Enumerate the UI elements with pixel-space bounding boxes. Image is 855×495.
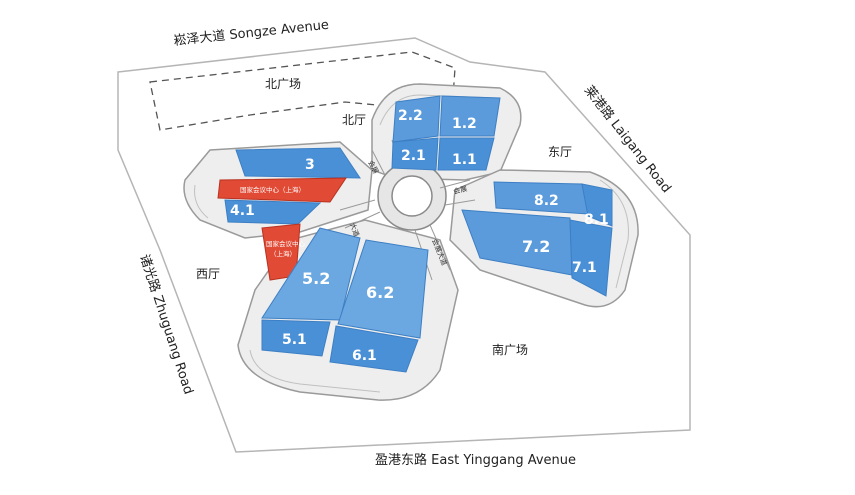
south-plaza-label: 南广场 bbox=[492, 342, 528, 357]
hall-label-8-2: 8.2 bbox=[534, 193, 559, 209]
hall-6-2[interactable] bbox=[337, 239, 429, 339]
hall-6-1[interactable] bbox=[329, 325, 419, 373]
hall-2-1[interactable] bbox=[391, 137, 439, 171]
conference-main-label: 国家会议中心（上海） bbox=[240, 185, 305, 194]
building-inner-lines bbox=[194, 94, 629, 393]
north-hall-label: 北厅 bbox=[342, 113, 366, 127]
hall-label-3: 3 bbox=[305, 157, 315, 173]
hall-label-8-1: 8.1 bbox=[584, 212, 609, 228]
hall-label-1-2: 1.2 bbox=[452, 116, 477, 132]
hall-label-6-1: 6.1 bbox=[352, 348, 377, 364]
hall-3[interactable] bbox=[235, 147, 361, 179]
hall-2-2[interactable] bbox=[392, 95, 441, 143]
hall-1-2[interactable] bbox=[439, 95, 501, 137]
hall-8-1[interactable] bbox=[581, 183, 613, 227]
road-label-north: 崧泽大道 Songze Avenue bbox=[173, 18, 330, 49]
conference-center-main[interactable] bbox=[217, 177, 347, 203]
hall-label-4-1: 4.1 bbox=[230, 203, 255, 219]
hall-label-5-1: 5.1 bbox=[282, 332, 307, 348]
hall-label-1-1: 1.1 bbox=[452, 152, 477, 168]
corridor-label-east: 会展 bbox=[452, 184, 468, 196]
hall-label-5-2: 5.2 bbox=[302, 269, 330, 288]
conference-small-label-2: （上海） bbox=[270, 249, 296, 258]
hall-label-2-2: 2.2 bbox=[398, 108, 423, 124]
hall-label-7-2: 7.2 bbox=[522, 237, 550, 256]
conference-small-label-1: 国家会议中心 bbox=[266, 239, 306, 248]
hall-1-1[interactable] bbox=[437, 137, 495, 171]
hall-label-7-1: 7.1 bbox=[572, 260, 597, 276]
east-hall-label: 东厅 bbox=[548, 145, 572, 159]
west-hall-label: 西厅 bbox=[196, 267, 220, 281]
road-label-south: 盈港东路 East Yinggang Avenue bbox=[375, 452, 576, 468]
hall-label-6-2: 6.2 bbox=[366, 283, 394, 302]
north-plaza-label: 北广场 bbox=[265, 77, 301, 91]
hall-7-1[interactable] bbox=[569, 219, 613, 297]
hall-label-2-1: 2.1 bbox=[401, 148, 426, 164]
central-ring-inner bbox=[391, 175, 433, 217]
hall-5-1[interactable] bbox=[261, 319, 331, 357]
